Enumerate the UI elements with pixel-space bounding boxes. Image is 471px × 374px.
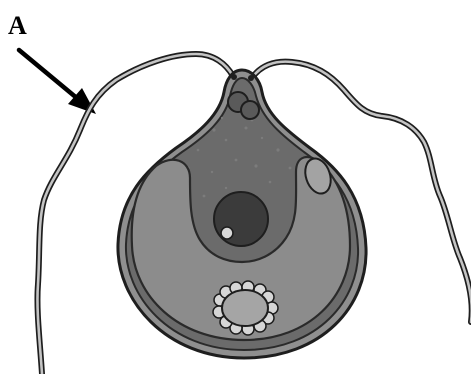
nucleus: [214, 192, 268, 246]
pointer-arrow: [19, 50, 96, 114]
nucleolus: [221, 227, 233, 239]
label-a: A: [8, 11, 27, 40]
